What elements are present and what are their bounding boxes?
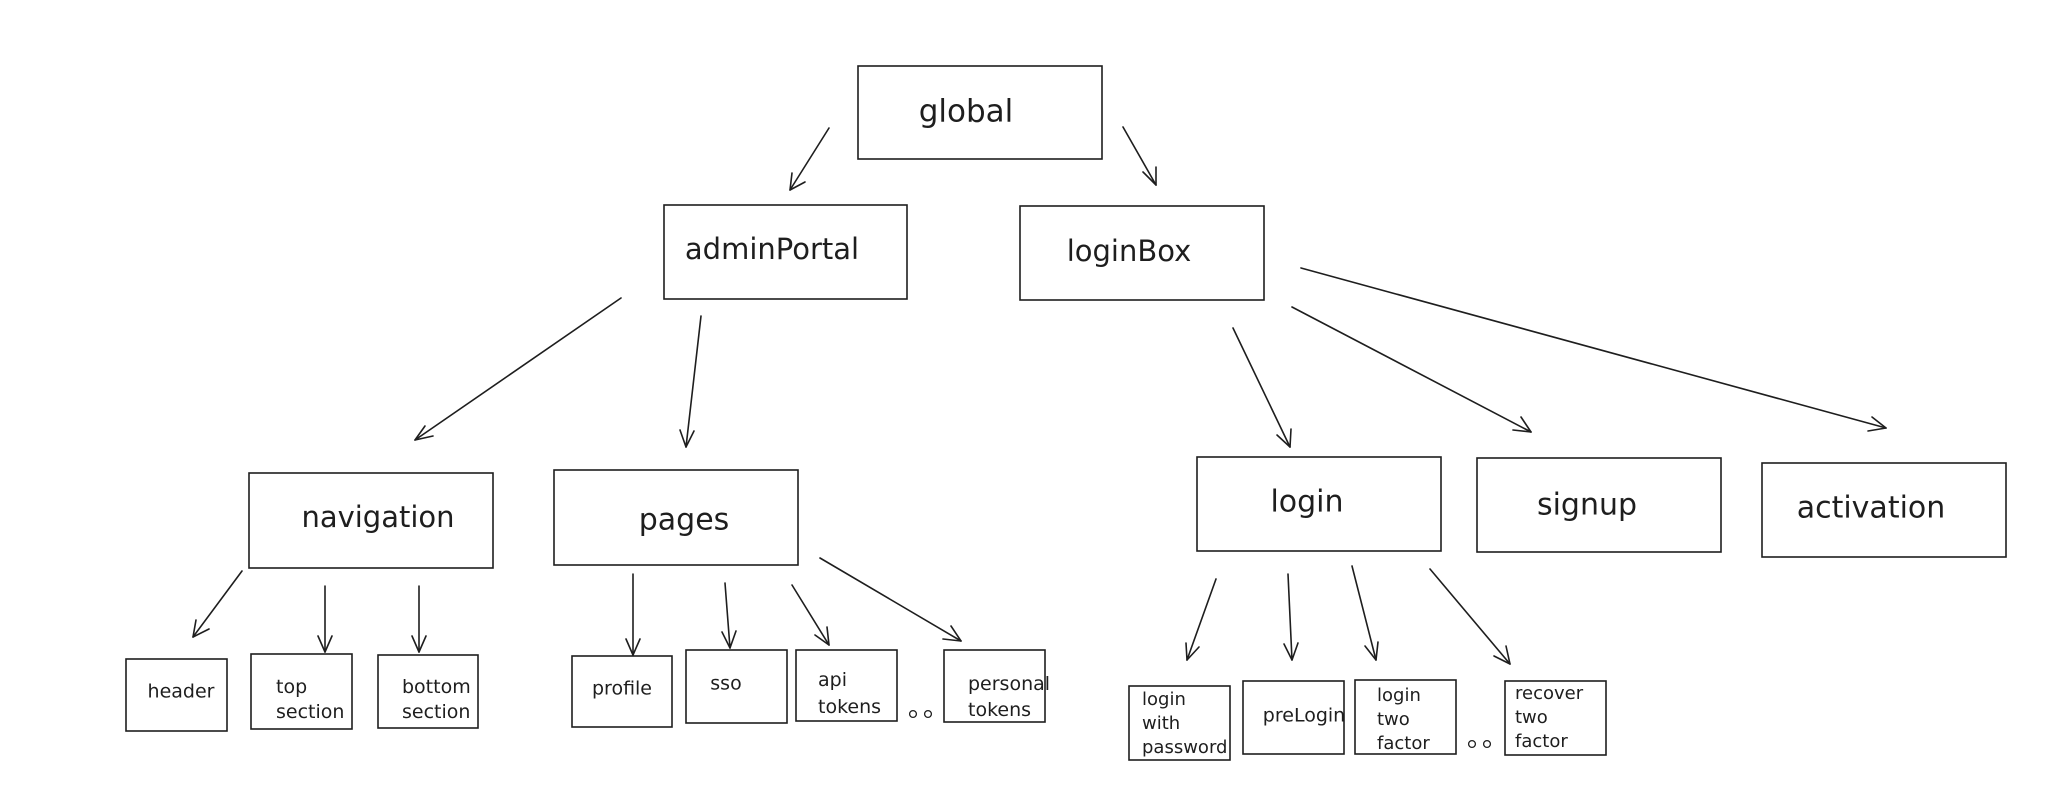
node-login-two-factor: login two factor [1354,679,1457,755]
node-label-line: tokens [818,696,881,718]
node-label-line: top [276,676,307,698]
node-loginbox: loginBox [1019,205,1265,301]
arrow-navigation-to-header [192,570,243,638]
node-api-tokens: api tokens [795,649,898,722]
arrow-loginbox-to-activation [1300,267,1887,432]
arrow-loginbox-to-login [1232,327,1292,448]
node-label: header [148,681,215,703]
node-navigation: navigation [248,472,494,569]
node-label: login two factor [1377,685,1430,754]
node-label-line: with [1142,713,1180,734]
node-label-line: bottom [402,676,471,698]
arrow-navigation-to-top-section [317,585,333,653]
arrow-login-to-prelogin [1283,573,1299,661]
node-label: global [919,94,1014,130]
node-top-section: top section [250,653,353,730]
ellipsis-pages [908,709,933,719]
arrow-global-to-adminportal [789,127,830,191]
node-label-line: two [1515,707,1548,728]
arrow-pages-to-api-tokens [791,584,830,646]
arrow-login-to-login-with-password [1185,578,1217,661]
node-pages: pages [553,469,799,566]
node-label: activation [1797,491,1946,526]
node-label-line: factor [1377,733,1430,754]
arrow-pages-to-profile [625,573,641,656]
node-label-line: factor [1515,731,1568,752]
arrow-login-to-recover-two-factor [1429,568,1511,665]
node-label: recover two factor [1515,683,1589,752]
node-activation: activation [1761,462,2007,558]
arrow-loginbox-to-signup [1291,306,1532,433]
node-label-line: tokens [968,699,1031,721]
node-adminportal: adminPortal [663,204,908,300]
arrow-adminportal-to-pages [679,315,702,448]
node-sso: sso [685,649,788,724]
node-label: top section [276,676,344,723]
ellipsis-login [1467,739,1492,749]
node-label: sso [710,673,741,695]
arrow-global-to-loginbox [1122,126,1157,186]
node-label: login [1270,485,1343,520]
node-label-line: login [1142,689,1186,710]
node-label: login with password [1142,689,1227,758]
node-label: signup [1537,488,1637,523]
node-signup: signup [1476,457,1722,553]
arrow-pages-to-sso [721,582,737,649]
node-label-line: two [1377,709,1410,730]
node-label-line: password [1142,737,1227,758]
arrow-login-to-login-two-factor [1351,565,1379,661]
arrow-pages-to-personal-tokens [819,557,962,642]
node-label: bottom section [402,676,477,723]
node-label: api tokens [818,669,881,718]
node-label-line: section [402,701,470,723]
arrow-navigation-to-bottom-section [411,585,427,653]
node-label: navigation [301,500,454,534]
node-profile: profile [571,655,673,728]
node-label-line: api [818,669,847,691]
node-header: header [125,658,228,732]
node-login: login [1196,456,1442,552]
node-label-line: recover [1515,683,1584,704]
node-recover-two-factor: recover two factor [1504,680,1607,756]
node-bottom-section: bottom section [377,654,479,729]
node-prelogin: preLogin [1242,680,1345,755]
node-label-line: login [1377,685,1421,706]
node-label: profile [592,678,652,700]
arrow-adminportal-to-navigation [414,297,622,441]
node-label: preLogin [1263,705,1345,727]
node-label: pages [639,503,730,538]
node-label: adminPortal [685,232,859,266]
node-label-line: personal [968,673,1050,695]
node-login-with-password: login with password [1128,685,1231,761]
node-label-line: section [276,701,344,723]
node-personal-tokens: personal tokens [943,649,1056,723]
node-label: personal tokens [968,673,1056,721]
node-label: loginBox [1067,234,1192,268]
node-global: global [857,65,1103,160]
